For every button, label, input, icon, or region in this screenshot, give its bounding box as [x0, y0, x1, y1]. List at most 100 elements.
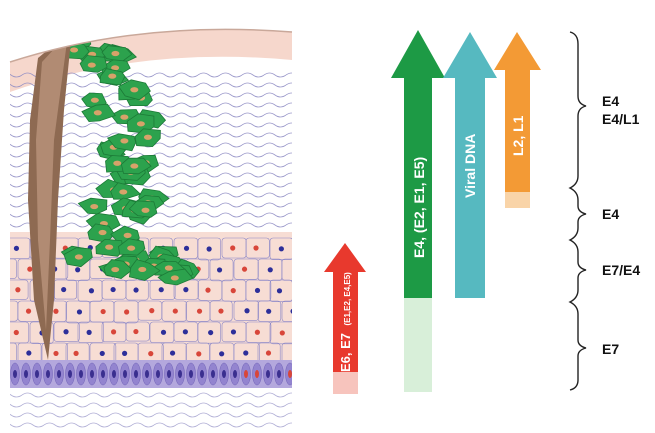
- infected-nucleus: [124, 233, 132, 238]
- cell-nucleus: [26, 309, 31, 314]
- cell-nucleus: [217, 267, 222, 272]
- basal-nucleus: [90, 370, 94, 378]
- cell-nucleus: [183, 329, 188, 334]
- cell-nucleus: [111, 287, 116, 292]
- cell-nucleus: [133, 287, 138, 292]
- cell-nucleus: [101, 309, 106, 314]
- cell-nucleus: [3, 351, 8, 356]
- cell-nucleus: [122, 351, 127, 356]
- cell-nucleus: [148, 351, 153, 356]
- basal-nucleus: [288, 370, 292, 378]
- basal-nucleus: [266, 370, 270, 378]
- cell-nucleus: [218, 308, 223, 313]
- basal-nucleus: [167, 370, 171, 378]
- infected-nucleus: [111, 51, 119, 56]
- arrow-l2-l1-label: L2, L1: [510, 115, 526, 156]
- infected-nucleus: [130, 163, 138, 168]
- basal-nucleus: [200, 370, 204, 378]
- arrow-l2-l1-shaft: [494, 32, 541, 192]
- cell-nucleus: [244, 308, 249, 313]
- arrow-viral-dna-label: Viral DNA: [462, 134, 478, 198]
- brace-label-e7-e4: E7/E4: [602, 262, 640, 278]
- infected-nucleus: [130, 87, 138, 92]
- infected-nucleus: [144, 135, 152, 140]
- cell-nucleus: [208, 330, 213, 335]
- cell-nucleus: [280, 330, 285, 335]
- arrow-e6-e7-sublabel: (E1,E2, E4,E5): [343, 272, 352, 326]
- cell-nucleus: [14, 330, 19, 335]
- basal-nucleus: [2, 370, 6, 378]
- infected-nucleus: [70, 47, 78, 52]
- cell-nucleus: [3, 308, 8, 313]
- arrow-e4-label: E4, (E2, E1, E5): [411, 157, 427, 258]
- infected-nucleus: [90, 204, 98, 209]
- cell-nucleus: [255, 330, 260, 335]
- cell-nucleus: [268, 267, 273, 272]
- cell-nucleus: [243, 350, 248, 355]
- cell-nucleus: [277, 288, 282, 293]
- arrow-l2-l1-fade: [505, 192, 530, 208]
- cell-nucleus: [75, 267, 80, 272]
- layer-brace: [570, 32, 586, 390]
- cell-nucleus: [61, 287, 66, 292]
- cell-nucleus: [292, 267, 297, 272]
- basal-nucleus: [222, 370, 226, 378]
- cell-nucleus: [219, 351, 224, 356]
- arrow-e4: E4, (E2, E1, E5): [391, 30, 445, 392]
- cell-nucleus: [207, 246, 212, 251]
- basal-nucleus: [244, 370, 248, 378]
- cell-nucleus: [305, 246, 310, 251]
- cell-nucleus: [77, 309, 82, 314]
- brace-label-e4: E4: [602, 93, 619, 109]
- cell-nucleus: [266, 309, 271, 314]
- cell-nucleus: [230, 245, 235, 250]
- basal-nucleus: [134, 370, 138, 378]
- infected-nucleus: [105, 245, 113, 250]
- cell-nucleus: [111, 329, 116, 334]
- cell-nucleus: [53, 351, 58, 356]
- arrow-e6-e7-fade: [333, 372, 358, 394]
- cell-nucleus: [73, 351, 78, 356]
- infected-nucleus: [75, 254, 83, 259]
- infected-nucleus: [165, 265, 173, 270]
- basal-nucleus: [35, 370, 39, 378]
- infected-nucleus: [108, 74, 116, 79]
- infected-nucleus: [120, 115, 128, 120]
- cell-nucleus: [184, 246, 189, 251]
- cell-nucleus: [170, 350, 175, 355]
- cell-nucleus: [149, 308, 154, 313]
- basal-nucleus: [123, 370, 127, 378]
- brace-label-e7: E7: [602, 341, 619, 357]
- arrow-e6-e7: E6, E7 (E1,E2, E4,E5): [324, 243, 366, 394]
- infected-nucleus: [127, 246, 135, 251]
- cell-nucleus: [196, 351, 201, 356]
- infected-nucleus: [171, 275, 179, 280]
- basal-nucleus: [156, 370, 160, 378]
- basal-nucleus: [277, 370, 281, 378]
- basal-nucleus: [211, 370, 215, 378]
- cell-nucleus: [100, 351, 105, 356]
- basal-nucleus: [46, 370, 50, 378]
- dermis-fibers: [0, 392, 300, 432]
- cell-nucleus: [2, 266, 7, 271]
- basal-nucleus: [68, 370, 72, 378]
- brace-label-e4-mid: E4: [602, 206, 619, 222]
- cell-nucleus: [27, 267, 32, 272]
- infected-nucleus: [111, 267, 119, 272]
- cell-nucleus: [173, 308, 178, 313]
- cell-nucleus: [292, 351, 297, 356]
- infected-nucleus: [91, 98, 99, 103]
- cell-outline: [294, 322, 319, 342]
- cell-nucleus: [302, 330, 307, 335]
- cell-nucleus: [290, 309, 295, 314]
- brace-label-e4-l1: E4/L1: [602, 111, 640, 127]
- basal-nucleus: [112, 370, 116, 378]
- infected-nucleus: [99, 230, 107, 235]
- cell-nucleus: [279, 246, 284, 251]
- arrow-viral-dna: Viral DNA: [443, 32, 497, 298]
- infected-nucleus: [137, 121, 145, 126]
- infected-nucleus: [120, 138, 128, 143]
- infected-nucleus: [113, 161, 121, 166]
- cell-nucleus: [183, 287, 188, 292]
